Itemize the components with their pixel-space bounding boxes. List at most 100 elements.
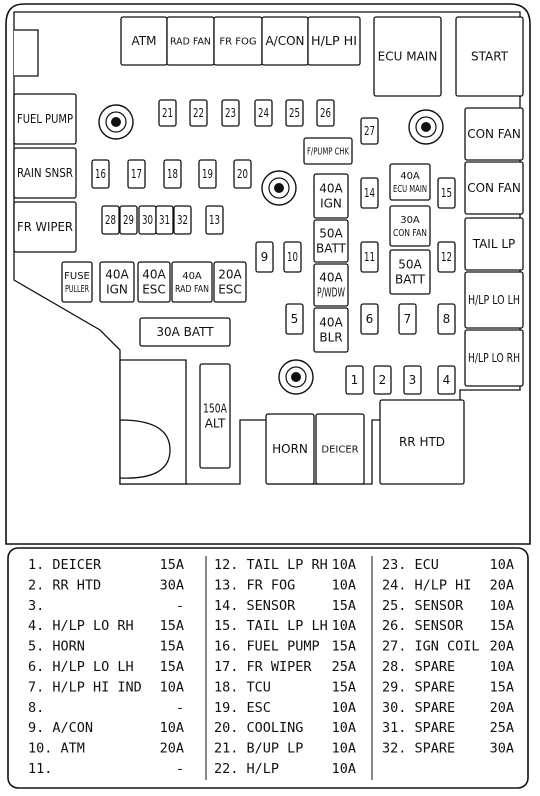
fuse-slot <box>158 99 177 127</box>
legend-fuse-name: 11. <box>28 761 52 777</box>
legend-fuse-rating: 15A <box>160 618 184 634</box>
fuse-fr-fog: FR FOG <box>213 16 263 66</box>
fuse-label: 6 <box>366 312 374 326</box>
fuse-slot <box>171 261 213 303</box>
fuse-label: 17 <box>131 167 142 181</box>
fuse-slot <box>379 399 465 485</box>
fuse-label: 40A <box>319 271 343 285</box>
fuse-label: 20 <box>237 167 248 181</box>
fuse-label: 20A <box>218 268 242 282</box>
fuse-slot <box>313 173 349 219</box>
fuse-rain-snsr: RAIN SNSR <box>13 147 77 199</box>
legend-fuse-name: 20. COOLING <box>214 720 303 736</box>
legend-fuse-name: 8. <box>28 700 44 716</box>
fuse-label: 40A <box>182 271 202 282</box>
fuse-slot <box>213 261 247 303</box>
fuse-slot <box>233 159 252 189</box>
fuse-label: H/LP HI <box>311 34 357 48</box>
fuse-slot <box>464 329 524 387</box>
legend-fuse-rating: 10A <box>332 577 356 593</box>
fuse-label: 40A <box>319 182 343 196</box>
legend-fuse-name: 30. SPARE <box>382 700 455 716</box>
fuse-slot <box>119 205 138 235</box>
fuse-label: ALT <box>205 417 226 431</box>
fuse-slot <box>437 177 456 209</box>
fuse-label: 40A <box>400 171 420 182</box>
fuse-label: RAD FAN <box>175 284 209 295</box>
fuse-h-lp-lo-lh: H/LP LO LH <box>464 271 524 329</box>
fuse-slot <box>265 413 315 485</box>
fuse-slot <box>389 163 431 201</box>
legend-fuse-rating: - <box>176 761 184 777</box>
legend-fuse-name: 26. SENSOR <box>382 618 464 634</box>
fuse-label: FUEL PUMP <box>17 112 73 126</box>
fuse-rr-htd: RR HTD <box>379 399 465 485</box>
fuse-label: 50A <box>398 258 422 272</box>
fuse-n17: 17 <box>127 159 146 189</box>
fuse-n9: 9 <box>255 241 274 273</box>
fuse-label: IGN <box>320 197 342 211</box>
fuse-slot <box>464 217 524 271</box>
fuse-label: ESC <box>142 283 166 297</box>
fuse-label: 40A <box>105 268 129 282</box>
fuse-n12: 12 <box>437 241 456 273</box>
fuse-label: ECU MAIN <box>393 184 427 195</box>
fuse-slot <box>307 16 361 66</box>
fuse-slot <box>313 263 349 307</box>
fuse-slot <box>254 99 273 127</box>
fuse-a-con: A/CON <box>261 16 309 66</box>
legend-fuse-rating: 25A <box>332 659 356 675</box>
fuse-label: CON FAN <box>393 228 427 239</box>
fuse-label: BATT <box>395 273 426 287</box>
fuse-slot <box>437 241 456 273</box>
fuse-label: FR FOG <box>219 37 256 48</box>
fuse-label: 150A <box>203 402 228 416</box>
fuse-label: 16 <box>95 167 106 181</box>
fuse-n1: 1 <box>345 365 364 395</box>
fuse-slot <box>360 303 379 335</box>
fuse-slot <box>13 93 77 145</box>
legend-fuse-rating: 30A <box>490 741 514 757</box>
fuse-label: 9 <box>261 250 269 264</box>
fuse-n22: 22 <box>189 99 208 127</box>
fuse-label: 24 <box>258 106 269 120</box>
legend-fuse-rating: 25A <box>490 720 514 736</box>
fuse-slot <box>315 413 365 485</box>
fuse-rad-fan: RAD FAN <box>166 16 215 66</box>
fuse-con-fan-1: CON FAN <box>464 107 524 161</box>
fuse-slot <box>101 205 120 235</box>
legend-fuse-name: 9. A/CON <box>28 720 93 736</box>
fuse-n5: 5 <box>285 303 304 335</box>
fuse-f-pump-chk: F/PUMP CHK <box>303 137 353 165</box>
fuse-start: START <box>455 16 524 97</box>
fuse-slot <box>464 161 524 215</box>
fuse-label: CON FAN <box>467 127 521 141</box>
legend-fuse-name: 1. DEICER <box>28 557 102 573</box>
fuse-batt-30a: 30A BATT <box>139 317 231 347</box>
fuse-horn: HORN <box>265 413 315 485</box>
fuse-con-fan-30a: 30A CON FAN <box>389 205 431 247</box>
fuse-n21: 21 <box>158 99 177 127</box>
legend-fuse-name: 22. H/LP <box>214 761 279 777</box>
fuse-n26: 26 <box>316 99 335 127</box>
fuse-label: RAIN SNSR <box>17 166 73 180</box>
legend-fuse-name: 2. RR HTD <box>28 577 101 593</box>
legend-fuse-rating: 10A <box>490 598 514 614</box>
fuse-slot <box>61 261 93 303</box>
fuse-slot <box>389 205 431 247</box>
fuse-label: 27 <box>364 124 375 138</box>
housing-tab <box>119 359 187 485</box>
fuse-ecu-main-40a: 40A ECU MAIN <box>389 163 431 201</box>
fuse-n2: 2 <box>373 365 392 395</box>
fuse-label: 30A <box>400 215 420 226</box>
fuse-slot <box>137 261 171 303</box>
fuse-slot <box>303 137 353 165</box>
fuse-label: 12 <box>441 250 452 264</box>
fuse-n24: 24 <box>254 99 273 127</box>
legend-fuse-name: 23. ECU <box>382 557 439 573</box>
legend-fuse-rating: 10A <box>332 557 356 573</box>
